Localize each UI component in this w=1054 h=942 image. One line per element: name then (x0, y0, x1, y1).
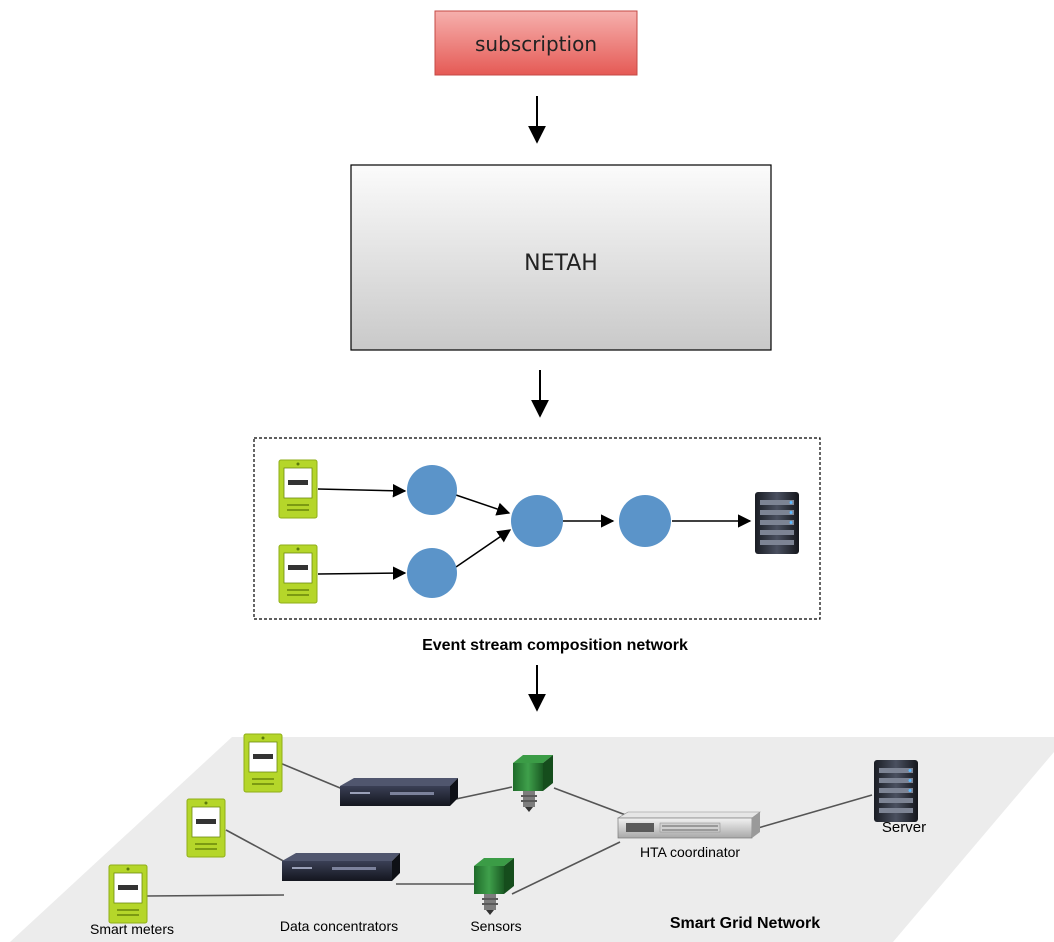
subscription-label: subscription (475, 32, 597, 56)
meter-icon (278, 459, 318, 519)
meter-icon (186, 798, 226, 858)
server-icon (874, 760, 918, 822)
data-concentrator-icon (340, 778, 458, 806)
data-concentrator-icon (282, 853, 400, 881)
netah-label: NETAH (524, 251, 598, 276)
server-icon (755, 492, 799, 554)
meter-icon (108, 864, 148, 924)
smart-meters-label: Smart meters (90, 921, 174, 937)
edge (455, 529, 512, 568)
meter-icon (278, 544, 318, 604)
smart-grid-network: Smart meters Data concentrators Sensors … (10, 733, 1054, 942)
smart-grid-caption: Smart Grid Network (670, 915, 820, 932)
edge (317, 483, 407, 498)
composition-network-box (253, 437, 821, 620)
data-concentrators-label: Data concentrators (280, 918, 398, 934)
netah-box: NETAH (350, 164, 772, 351)
edge (455, 494, 511, 516)
meter-icon (243, 733, 283, 793)
hta-coordinator-icon (616, 811, 761, 839)
operator-node (511, 495, 563, 547)
operator-node (407, 465, 457, 515)
server-label: Server (882, 819, 926, 836)
hta-coordinator-label: HTA coordinator (640, 844, 740, 860)
subscription-box: subscription (434, 10, 638, 76)
composition-caption: Event stream composition network (422, 637, 688, 654)
operator-node (407, 548, 457, 598)
edge (317, 566, 407, 580)
operator-node (619, 495, 671, 547)
sensors-label: Sensors (470, 918, 521, 934)
